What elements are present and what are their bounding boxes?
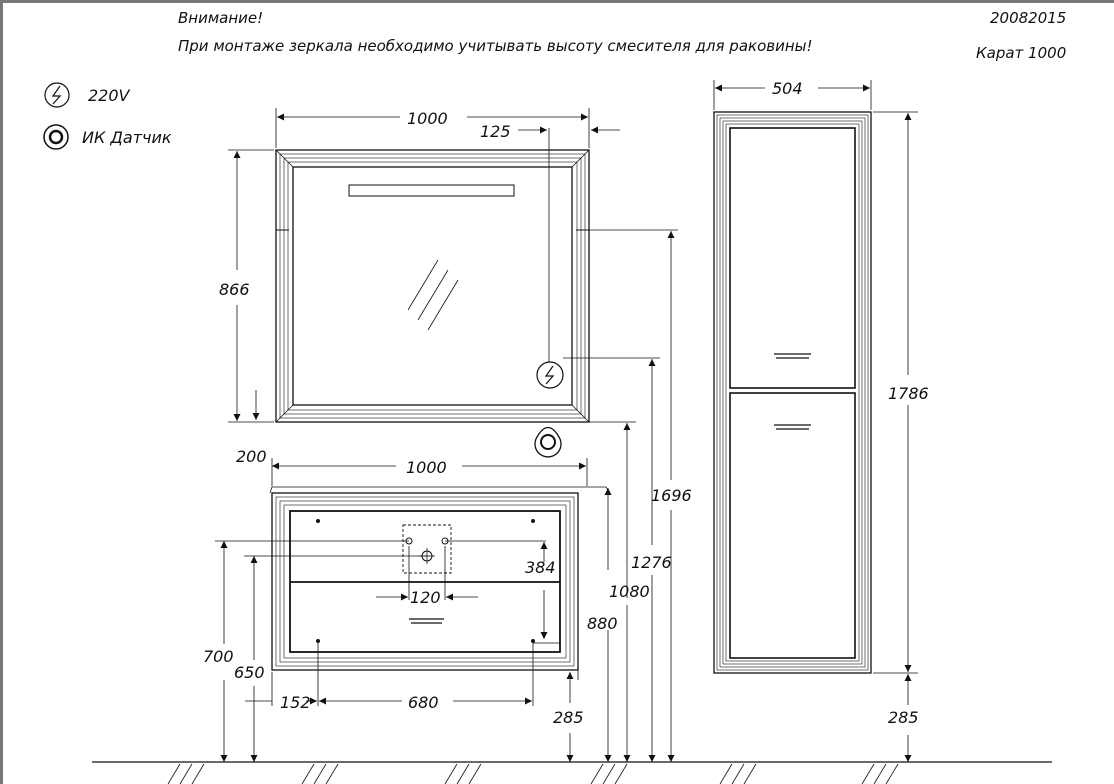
floor-line bbox=[92, 761, 1052, 784]
mirror-top-label: 1696 bbox=[651, 486, 692, 505]
tall-height-label: 1786 bbox=[888, 384, 929, 403]
outlet-height-650-label: 650 bbox=[234, 663, 265, 682]
mount-offset-label: 152 bbox=[280, 693, 311, 712]
sensor-offset-label: 125 bbox=[480, 122, 511, 141]
mirror-bottom-label: 1080 bbox=[609, 582, 650, 601]
document-code: 20082015 bbox=[990, 9, 1067, 27]
mirror bbox=[275, 149, 590, 423]
tall-width-label: 504 bbox=[772, 79, 803, 98]
warning-title: Внимание! bbox=[178, 9, 264, 27]
cabinet-depth-label: 200 bbox=[236, 447, 267, 466]
cabinet-floor-gap-label: 285 bbox=[553, 708, 584, 727]
pipe-spacing-label: 120 bbox=[410, 588, 441, 607]
mirror-socket-icon bbox=[536, 361, 564, 389]
power-label: 220V bbox=[88, 86, 131, 105]
socket-height-label: 1276 bbox=[631, 553, 672, 572]
mirror-height-label: 866 bbox=[219, 280, 250, 299]
tall-floor-gap-label: 285 bbox=[888, 708, 919, 727]
ir-sensor-mirror-icon bbox=[534, 426, 562, 458]
sensor-label: ИК Датчик bbox=[82, 128, 172, 147]
lightning-icon bbox=[44, 82, 70, 108]
mount-spacing-label: 680 bbox=[408, 693, 439, 712]
ir-sensor-icon bbox=[43, 124, 69, 150]
vanity-cabinet bbox=[269, 486, 611, 671]
cabinet-top-label: 880 bbox=[587, 614, 618, 633]
outlet-height-700-label: 700 bbox=[203, 647, 234, 666]
tall-cabinet bbox=[713, 111, 872, 674]
warning-text: При монтаже зеркала необходимо учитывать… bbox=[178, 37, 813, 55]
model-name: Карат 1000 bbox=[976, 44, 1067, 62]
mirror-width-label: 1000 bbox=[407, 109, 448, 128]
drawer-height-label: 384 bbox=[525, 558, 556, 577]
cabinet-width-label: 1000 bbox=[406, 458, 447, 477]
